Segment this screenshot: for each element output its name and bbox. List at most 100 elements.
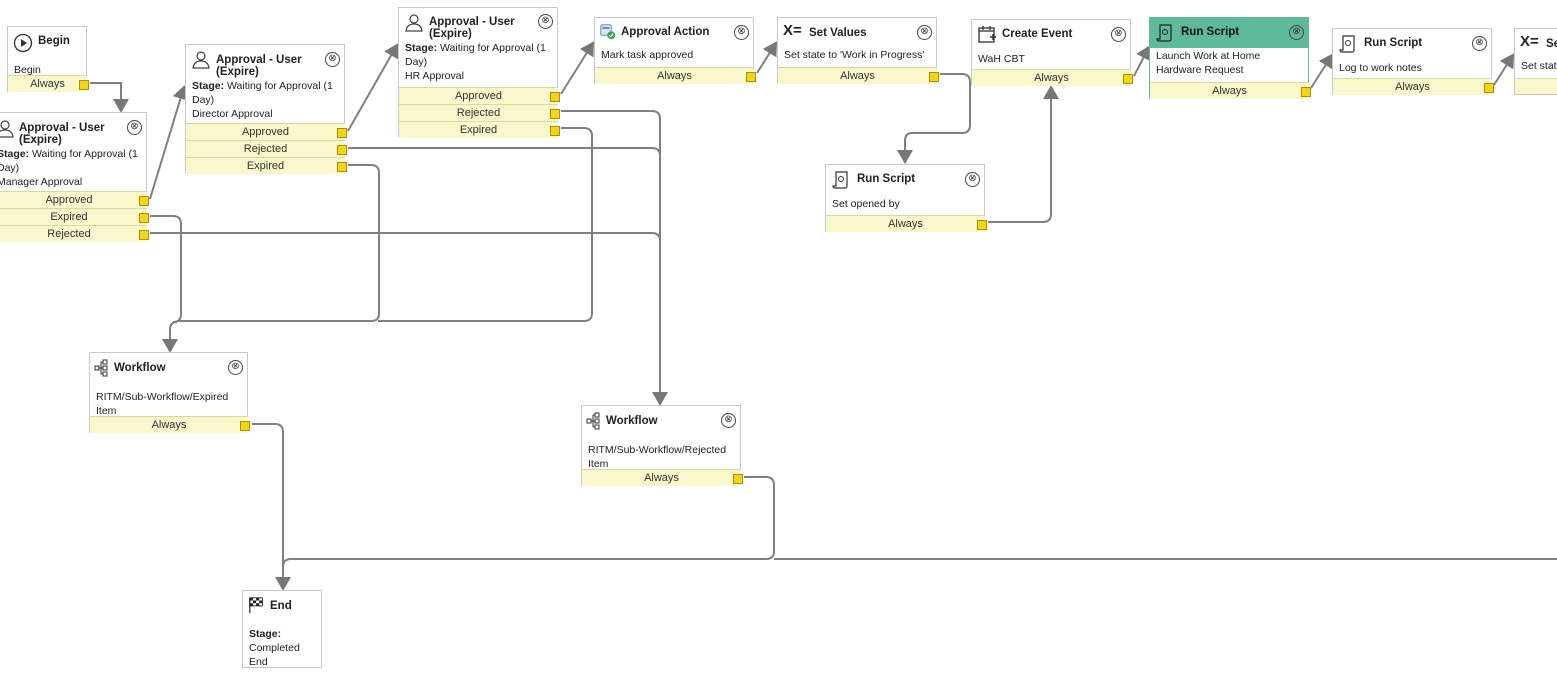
wire-setvalues-opened bbox=[897, 73, 971, 164]
set-values-icon: X= bbox=[783, 22, 802, 39]
node-title: Begin bbox=[38, 35, 70, 47]
port-always[interactable]: Always bbox=[826, 215, 987, 232]
close-circle-icon[interactable]: ⊗ bbox=[721, 413, 736, 428]
port-connector[interactable] bbox=[550, 109, 560, 119]
port-connector[interactable] bbox=[139, 230, 149, 240]
close-circle-icon[interactable]: ⊗ bbox=[965, 172, 980, 187]
wire-director-approved bbox=[347, 43, 399, 132]
port-connector[interactable] bbox=[79, 80, 89, 90]
node-description: RITM/Sub-Workflow/Rejected Item bbox=[588, 444, 727, 470]
node-title: Run Script bbox=[1181, 26, 1240, 38]
port-always[interactable] bbox=[1515, 78, 1557, 94]
port-always[interactable]: Always bbox=[778, 67, 939, 84]
node-title: Run Script bbox=[857, 173, 916, 185]
port-always[interactable]: Always bbox=[1333, 78, 1494, 95]
approval-action-node[interactable]: Approval Action ⊗ Mark task approved Alw… bbox=[594, 17, 756, 84]
port-always[interactable]: Always bbox=[8, 75, 89, 92]
close-circle-icon[interactable]: ⊗ bbox=[325, 52, 340, 67]
port-always[interactable]: Always bbox=[595, 67, 756, 84]
close-circle-icon[interactable]: ⊗ bbox=[127, 120, 142, 135]
port-rejected[interactable]: Rejected bbox=[0, 225, 149, 242]
wire-manager-expired bbox=[150, 215, 182, 353]
set-values-icon: X= bbox=[1520, 33, 1539, 50]
port-approved[interactable]: Approved bbox=[0, 191, 149, 208]
node-description: End bbox=[249, 656, 268, 668]
port-label: Expired bbox=[246, 160, 285, 172]
port-connector[interactable] bbox=[337, 162, 347, 172]
run-script-log-node[interactable]: Run Script ⊗ Log to work notes Always bbox=[1332, 28, 1494, 95]
port-connector[interactable] bbox=[139, 213, 149, 223]
node-description: WaH CBT bbox=[978, 53, 1025, 65]
stage-label: Stage: bbox=[0, 148, 30, 160]
close-circle-icon[interactable]: ⊗ bbox=[1289, 25, 1304, 40]
port-connector[interactable] bbox=[1301, 87, 1311, 97]
approval-action-icon bbox=[600, 24, 616, 40]
create-event-node[interactable]: Create Event ⊗ WaH CBT Always bbox=[971, 19, 1133, 86]
approval-director-node[interactable]: Approval - User (Expire) ⊗ Stage: Waitin… bbox=[185, 44, 347, 174]
port-connector[interactable] bbox=[1484, 83, 1494, 93]
node-title: Create Event bbox=[1002, 28, 1073, 40]
port-label: Always bbox=[657, 70, 692, 82]
node-description: Mark task approved bbox=[601, 49, 694, 61]
node-description: HR Approval bbox=[405, 70, 464, 82]
port-connector[interactable] bbox=[139, 196, 149, 206]
port-always[interactable]: Always bbox=[972, 69, 1133, 86]
stage-value: Waiting for Approval (1 Day) bbox=[0, 148, 138, 174]
user-icon bbox=[405, 14, 423, 32]
script-scroll-icon bbox=[1156, 24, 1172, 42]
port-connector[interactable] bbox=[550, 92, 560, 102]
port-connector[interactable] bbox=[746, 72, 756, 82]
port-expired[interactable]: Expired bbox=[186, 157, 347, 174]
close-circle-icon[interactable]: ⊗ bbox=[538, 14, 553, 29]
approval-manager-node[interactable]: Approval - User (Expire) ⊗ Stage: Waitin… bbox=[0, 112, 149, 242]
workflow-expired-node[interactable]: Workflow ⊗ RITM/Sub-Workflow/Expired Ite… bbox=[89, 352, 250, 433]
node-description: Log to work notes bbox=[1339, 62, 1422, 74]
close-circle-icon[interactable]: ⊗ bbox=[734, 25, 749, 40]
node-description: Set stat bbox=[1521, 60, 1557, 72]
port-connector[interactable] bbox=[1123, 74, 1133, 84]
stage-value: Completed bbox=[249, 642, 300, 654]
run-script-opened-node[interactable]: Run Script ⊗ Set opened by Always bbox=[825, 164, 987, 232]
port-connector[interactable] bbox=[337, 128, 347, 138]
close-circle-icon[interactable]: ⊗ bbox=[228, 360, 243, 375]
port-expired[interactable]: Expired bbox=[399, 121, 560, 138]
wire-hr-expired bbox=[378, 127, 593, 322]
workflow-rejected-node[interactable]: Workflow ⊗ RITM/Sub-Workflow/Rejected It… bbox=[581, 405, 743, 486]
wire-director-rejected bbox=[348, 147, 661, 240]
wire-director-expired bbox=[178, 164, 380, 322]
node-title: Approval - User (Expire) bbox=[429, 16, 515, 40]
run-script-launch-node[interactable]: Run Script ⊗ Launch Work at Home Hardwar… bbox=[1149, 17, 1311, 99]
node-description: Manager Approval bbox=[0, 176, 83, 188]
close-circle-icon[interactable]: ⊗ bbox=[917, 25, 932, 40]
node-title: Workflow bbox=[606, 415, 658, 427]
port-rejected[interactable]: Rejected bbox=[399, 104, 560, 121]
port-connector[interactable] bbox=[733, 474, 743, 484]
port-rejected[interactable]: Rejected bbox=[186, 140, 347, 157]
port-approved[interactable]: Approved bbox=[399, 87, 560, 104]
stage-label: Stage: bbox=[192, 80, 225, 92]
close-circle-icon[interactable]: ⊗ bbox=[1111, 27, 1126, 42]
port-connector[interactable] bbox=[240, 421, 250, 431]
node-title: End bbox=[270, 600, 292, 612]
port-always[interactable]: Always bbox=[582, 469, 743, 486]
port-label: Rejected bbox=[47, 228, 91, 240]
node-title: Workflow bbox=[114, 362, 166, 374]
approval-hr-node[interactable]: Approval - User (Expire) ⊗ Stage: Waitin… bbox=[398, 7, 560, 138]
begin-node[interactable]: Begin Begin Always bbox=[7, 26, 89, 92]
port-connector[interactable] bbox=[550, 126, 560, 136]
port-connector[interactable] bbox=[337, 145, 347, 155]
port-approved[interactable]: Approved bbox=[186, 123, 347, 140]
port-label: Always bbox=[840, 70, 875, 82]
set-values-node-2[interactable]: X= Se Set stat bbox=[1514, 28, 1557, 95]
node-description: Set state to 'Work in Progress' bbox=[784, 49, 925, 61]
close-circle-icon[interactable]: ⊗ bbox=[1472, 36, 1487, 51]
port-always[interactable]: Always bbox=[90, 416, 250, 433]
port-always[interactable]: Always bbox=[1150, 82, 1311, 99]
port-connector[interactable] bbox=[929, 72, 939, 82]
wire-launch-log bbox=[1310, 53, 1334, 89]
set-values-node[interactable]: X= Set Values ⊗ Set state to 'Work in Pr… bbox=[777, 17, 939, 84]
port-connector[interactable] bbox=[977, 220, 987, 230]
port-expired[interactable]: Expired bbox=[0, 208, 149, 225]
